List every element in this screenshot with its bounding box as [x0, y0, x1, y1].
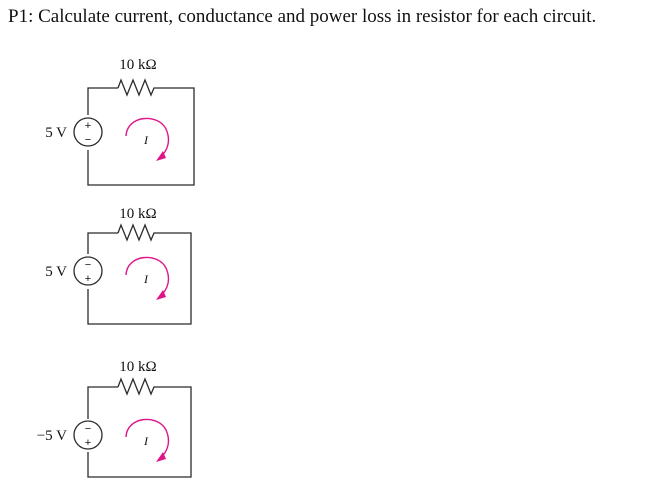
resistor-2: [117, 223, 157, 242]
problem-title: P1: Calculate current, conductance and p…: [8, 6, 597, 27]
voltage-source-1: [73, 117, 103, 147]
current-arrow-2: [125, 256, 170, 297]
circuit-wire-1: [87, 87, 195, 186]
source-bottom-polarity-2: +: [85, 273, 91, 285]
source-voltage-3: −5 V: [37, 428, 67, 444]
current-arrowhead-2: [156, 290, 166, 300]
circuit-3: 10 kΩ − + −5 V I: [37, 359, 192, 478]
source-top-polarity-3: −: [85, 423, 91, 435]
source-voltage-2: 5 V: [45, 264, 67, 280]
current-arrow-1: [125, 117, 170, 158]
circuit-1: 10 kΩ + − 5 V I: [45, 57, 195, 186]
current-label-3: I: [143, 434, 149, 448]
resistor-3: [117, 377, 157, 396]
current-arrowhead-3: [156, 452, 166, 462]
voltage-source-2: [73, 256, 103, 286]
source-top-polarity-1: +: [85, 120, 91, 132]
circuit-wire-3: [87, 386, 192, 478]
current-label-2: I: [143, 272, 149, 286]
source-bottom-polarity-1: −: [85, 134, 91, 146]
source-bottom-polarity-3: +: [85, 437, 91, 449]
current-arrowhead-1: [156, 151, 166, 161]
current-label-1: I: [143, 133, 149, 147]
resistor-value-1: 10 kΩ: [119, 57, 156, 73]
current-arrow-3: [125, 418, 170, 459]
circuit-wire-2: [87, 232, 192, 325]
resistor-value-3: 10 kΩ: [119, 359, 156, 375]
resistor-1: [117, 78, 157, 97]
voltage-source-3: [73, 420, 103, 450]
source-voltage-1: 5 V: [45, 125, 67, 141]
resistor-value-2: 10 kΩ: [119, 206, 156, 222]
circuit-2: 10 kΩ − + 5 V I: [45, 206, 192, 325]
source-top-polarity-2: −: [85, 259, 91, 271]
